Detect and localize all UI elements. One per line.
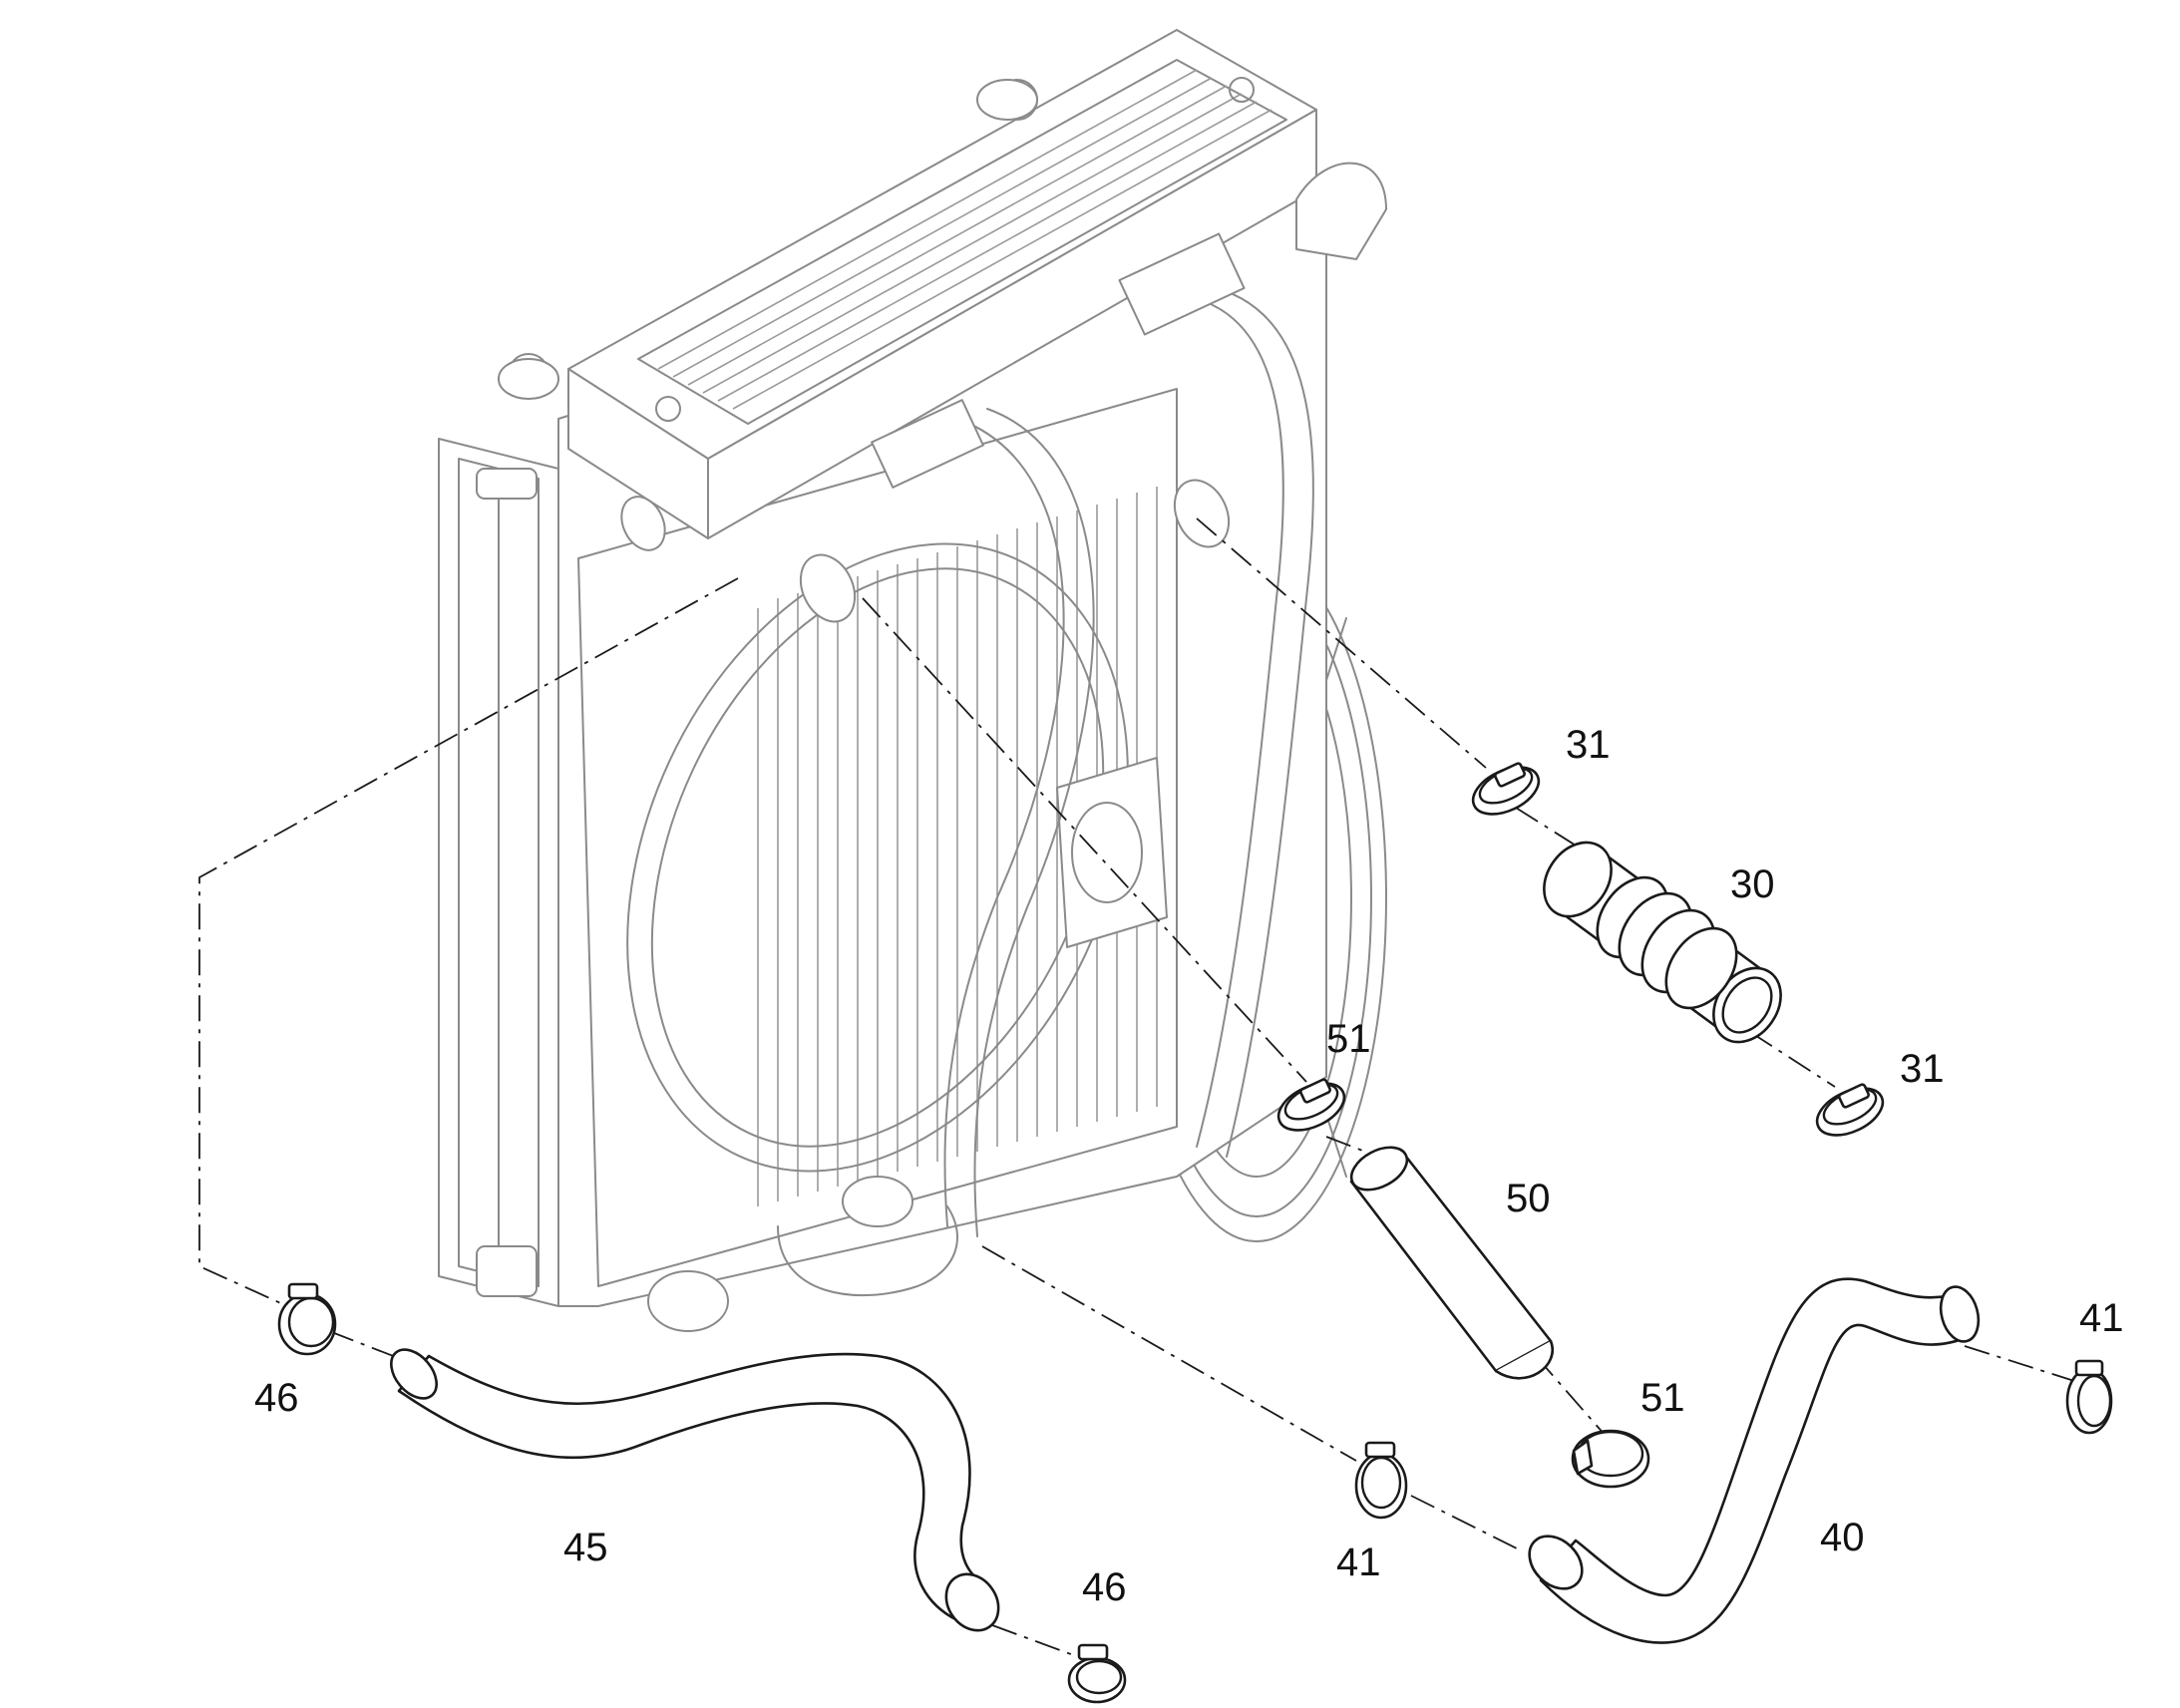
callout-51-upper: 51: [1326, 1017, 1371, 1061]
callout-31-lower: 31: [1900, 1047, 1945, 1091]
callout-45: 45: [563, 1526, 608, 1569]
callout-50: 50: [1506, 1177, 1551, 1220]
hose-clamp-41-right: [2065, 1359, 2113, 1435]
mounting-feet: [498, 79, 1038, 1332]
hose-clamp-51-lower: [1571, 1429, 1650, 1489]
hose-clamp-46-bottom: [1067, 1643, 1127, 1704]
callout-46-left: 46: [254, 1376, 299, 1420]
callout-41-middle: 41: [1336, 1540, 1381, 1584]
assembly-pipes: [620, 162, 1387, 1237]
formed-hose-40: [1528, 1277, 1981, 1644]
hose-clamp-41-middle: [1354, 1441, 1408, 1520]
callout-labels: 31 30 31 51 50 51 41 41 40 46 45 46: [254, 723, 2124, 1609]
callout-46-bottom: 46: [1082, 1565, 1127, 1609]
hose-clamp-31-lower: [1815, 1083, 1885, 1137]
formed-hose-45: [390, 1348, 1000, 1632]
hose-clamp-51-upper: [1276, 1078, 1346, 1132]
side-cooler: [438, 438, 559, 1307]
top-oil-cooler: [508, 29, 1317, 539]
radiator-assembly: [438, 29, 1387, 1332]
hose-clamp-31-upper: [1471, 762, 1541, 816]
callout-31-upper: 31: [1566, 723, 1611, 767]
callout-41-right: 41: [2079, 1296, 2124, 1340]
callout-30: 30: [1730, 862, 1775, 906]
callout-40: 40: [1820, 1516, 1865, 1559]
bellows-hose-30: [1543, 841, 1782, 1044]
straight-hose-50: [1349, 1146, 1554, 1380]
callout-51-lower: 51: [1640, 1376, 1685, 1420]
hose-clamp-46-left: [277, 1282, 337, 1356]
